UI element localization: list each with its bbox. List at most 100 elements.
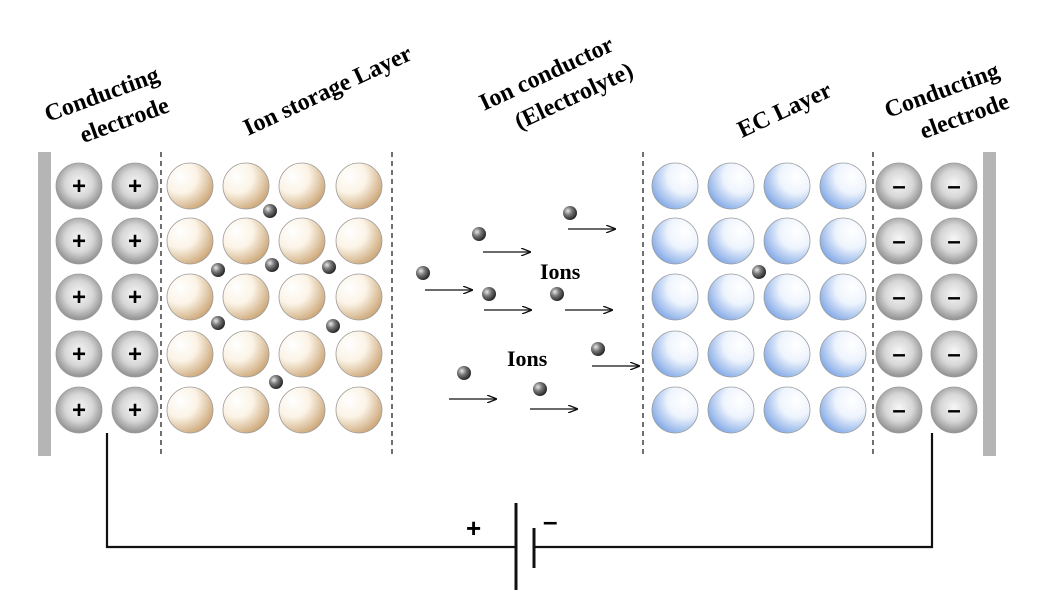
- ion-storage-layer-balls: [166, 162, 383, 434]
- left-electrode-bar: [38, 152, 51, 456]
- ion-storage-ball: [335, 217, 383, 265]
- ion-storage-ball: [222, 162, 270, 210]
- ec-ball: [763, 162, 811, 210]
- positive-charge-ball: [55, 162, 103, 210]
- negative-charge-ball: [875, 162, 923, 210]
- positive-charge-ball: [111, 330, 159, 378]
- ion-storage-ball: [278, 217, 326, 265]
- ion: [550, 287, 564, 301]
- negative-charge-ball: [930, 217, 978, 265]
- ion-storage-ball: [278, 273, 326, 321]
- positive-charge-ball: [55, 217, 103, 265]
- ion-storage-ball: [166, 273, 214, 321]
- charge-sign: +: [128, 284, 142, 311]
- charge-sign: –: [947, 397, 960, 424]
- ec-ball: [819, 330, 867, 378]
- ion: [211, 316, 225, 330]
- ion: [265, 258, 279, 272]
- negative-charge-ball: [875, 217, 923, 265]
- ec-ball: [763, 386, 811, 434]
- ions-label-upper: Ions: [540, 259, 581, 284]
- ion: [563, 206, 577, 220]
- positive-charge-ball: [55, 273, 103, 321]
- ec-ball: [707, 217, 755, 265]
- external-circuit: [105, 433, 934, 590]
- ec-ball: [707, 386, 755, 434]
- circuit-wire-right: [534, 433, 934, 549]
- ion: [591, 342, 605, 356]
- ec-layer-balls: [651, 162, 867, 434]
- ion-storage-ball: [335, 386, 383, 434]
- ion-storage-layer-label: Ion storage Layer: [240, 41, 417, 142]
- ion: [263, 204, 277, 218]
- right-negative-charges: ––––––––––: [875, 162, 978, 434]
- ion: [533, 382, 547, 396]
- ec-ball: [819, 217, 867, 265]
- charge-sign: –: [947, 284, 960, 311]
- ion-storage-ball: [166, 386, 214, 434]
- ion-storage-ball: [278, 386, 326, 434]
- charge-sign: –: [892, 173, 905, 200]
- ion-storage-ball: [335, 273, 383, 321]
- positive-charge-ball: [111, 217, 159, 265]
- stored-ions: [211, 204, 340, 389]
- positive-charge-ball: [55, 330, 103, 378]
- ion: [752, 265, 766, 279]
- ion: [457, 366, 471, 380]
- left-positive-charges: ++++++++++: [55, 162, 159, 434]
- ec-ball: [651, 217, 699, 265]
- ec-ball: [651, 386, 699, 434]
- ion: [211, 263, 225, 277]
- negative-charge-ball: [930, 162, 978, 210]
- ion-storage-ball: [335, 162, 383, 210]
- ec-ball: [707, 273, 755, 321]
- charge-sign: –: [892, 341, 905, 368]
- charge-sign: +: [128, 341, 142, 368]
- ion-storage-ball: [335, 330, 383, 378]
- ion: [269, 375, 283, 389]
- negative-charge-ball: [930, 386, 978, 434]
- ion-storage-ball: [222, 386, 270, 434]
- negative-charge-ball: [875, 386, 923, 434]
- charge-sign: +: [128, 228, 142, 255]
- charge-sign: –: [892, 228, 905, 255]
- ec-ball: [763, 273, 811, 321]
- ec-ball: [707, 330, 755, 378]
- ec-ball: [651, 273, 699, 321]
- charge-sign: +: [72, 341, 86, 368]
- negative-charge-ball: [875, 273, 923, 321]
- circuit-wire-left: [105, 433, 516, 549]
- charge-sign: –: [892, 397, 905, 424]
- ec-ball: [707, 162, 755, 210]
- battery-positive-label: +: [466, 513, 481, 543]
- battery-negative-label: –: [543, 506, 557, 536]
- ion: [482, 287, 496, 301]
- ec-ball: [819, 273, 867, 321]
- charge-sign: –: [947, 228, 960, 255]
- ion-storage-ball: [166, 162, 214, 210]
- charge-sign: +: [128, 173, 142, 200]
- ions-label-lower: Ions: [507, 346, 548, 371]
- ion: [416, 266, 430, 280]
- ion-storage-ball: [278, 162, 326, 210]
- ion: [326, 319, 340, 333]
- positive-charge-ball: [111, 273, 159, 321]
- migrating-ions: [416, 206, 766, 409]
- ec-ball: [763, 330, 811, 378]
- charge-sign: +: [72, 228, 86, 255]
- left-electrode-label: Conducting electrode: [41, 60, 179, 158]
- charge-sign: +: [72, 284, 86, 311]
- ion: [322, 260, 336, 274]
- ion-storage-ball: [222, 273, 270, 321]
- ion-storage-ball: [166, 330, 214, 378]
- positive-charge-ball: [111, 386, 159, 434]
- right-electrode-bar: [983, 152, 996, 456]
- negative-charge-ball: [930, 330, 978, 378]
- ec-ball: [763, 217, 811, 265]
- ec-ball: [819, 386, 867, 434]
- ec-layer-label: EC Layer: [734, 77, 837, 143]
- positive-charge-ball: [111, 162, 159, 210]
- ion: [472, 227, 486, 241]
- negative-charge-ball: [930, 273, 978, 321]
